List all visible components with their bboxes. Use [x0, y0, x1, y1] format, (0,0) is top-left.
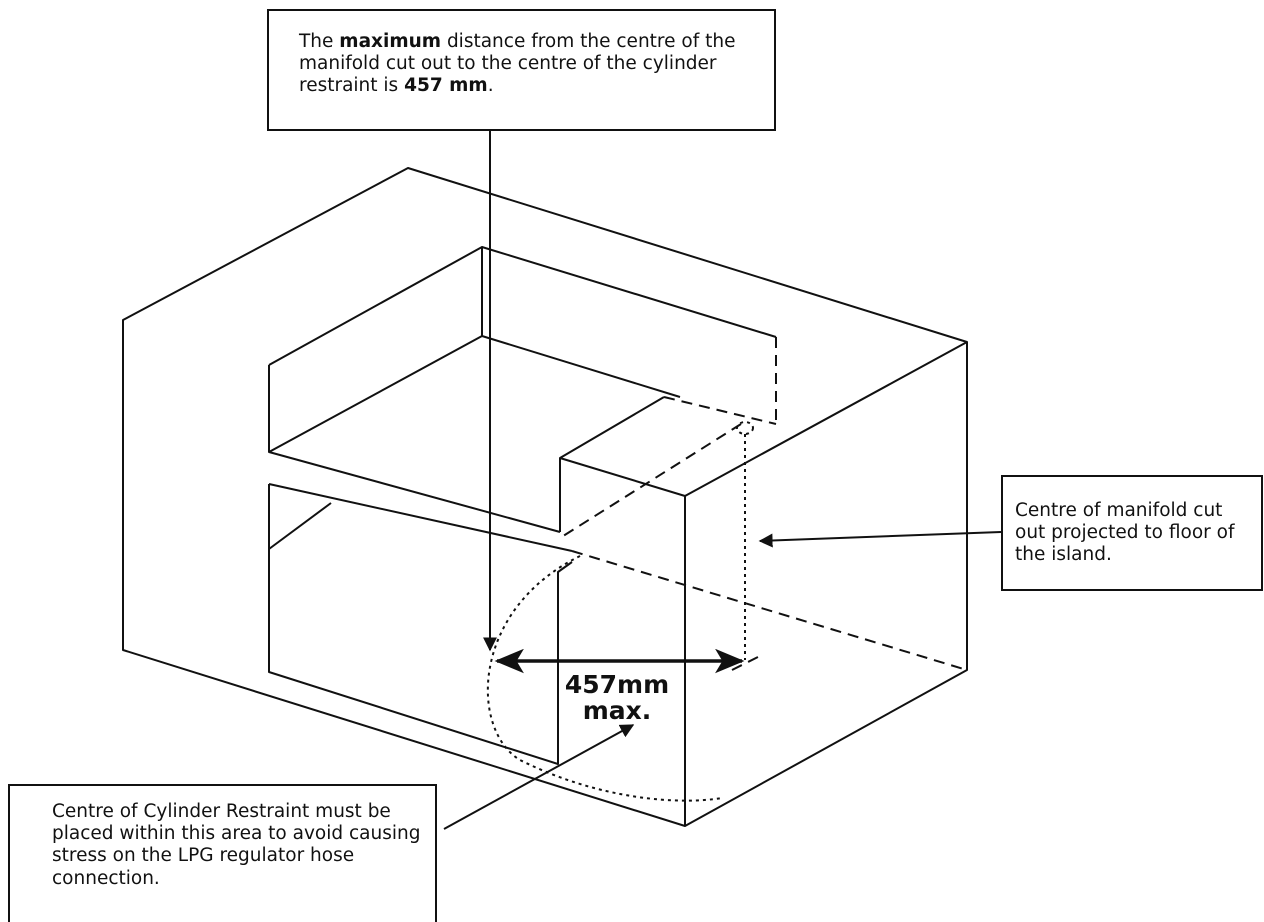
lower-opening-inner-edge [268, 502, 332, 550]
dimension-label: 457mm max. [563, 672, 671, 724]
callout-right-text: Centre of manifold cut out projected to … [1015, 500, 1235, 566]
dimension-suffix: max. [582, 696, 652, 725]
recess-left-wall [268, 335, 483, 453]
bottom-callout-leader [443, 724, 635, 830]
lower-opening-outline [268, 483, 573, 765]
restraint-area-boundary [486, 555, 723, 802]
hidden-edge-floor [571, 550, 968, 671]
dimension-value: 457mm [564, 670, 670, 699]
callout-top-distance: 457 mm [404, 75, 488, 97]
callout-top-text-3: . [487, 75, 494, 97]
recess-front-edge [268, 451, 561, 533]
callout-bottom-text: Centre of Cylinder Restraint must be pla… [52, 801, 421, 889]
max-distance-callout: The maximum distance from the centre of … [267, 9, 776, 131]
callout-top-text-2: distance from the centre of the manifold… [299, 31, 736, 97]
pillar-outline [559, 341, 968, 826]
hidden-edge-top [663, 396, 777, 425]
restraint-area-callout: Centre of Cylinder Restraint must be pla… [8, 784, 437, 922]
callout-top-emphasis: maximum [339, 31, 442, 52]
right-callout-leader [758, 531, 1002, 548]
manifold-cutout-marker [736, 421, 754, 435]
recess-back-top-edge [268, 246, 777, 366]
manifold-projection-callout: Centre of manifold cut out projected to … [1001, 475, 1263, 591]
recess-floor-edge [481, 335, 681, 398]
callout-top-text: The [299, 31, 340, 52]
